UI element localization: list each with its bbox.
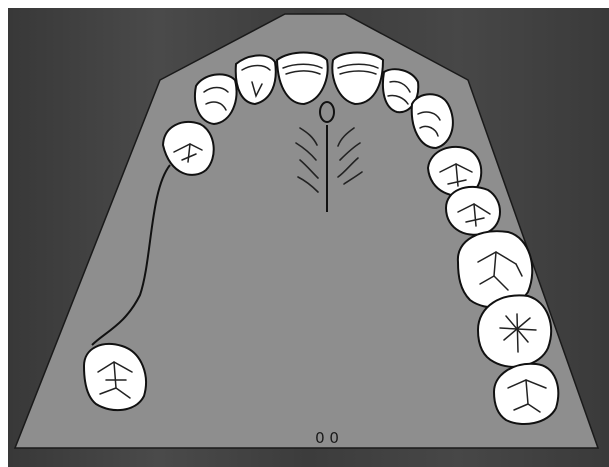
tooth-molar-right-3: [494, 364, 558, 424]
bottom-label: 0 0: [315, 429, 339, 447]
tooth-premolar-right-2: [446, 187, 500, 235]
left-border: [0, 0, 8, 467]
